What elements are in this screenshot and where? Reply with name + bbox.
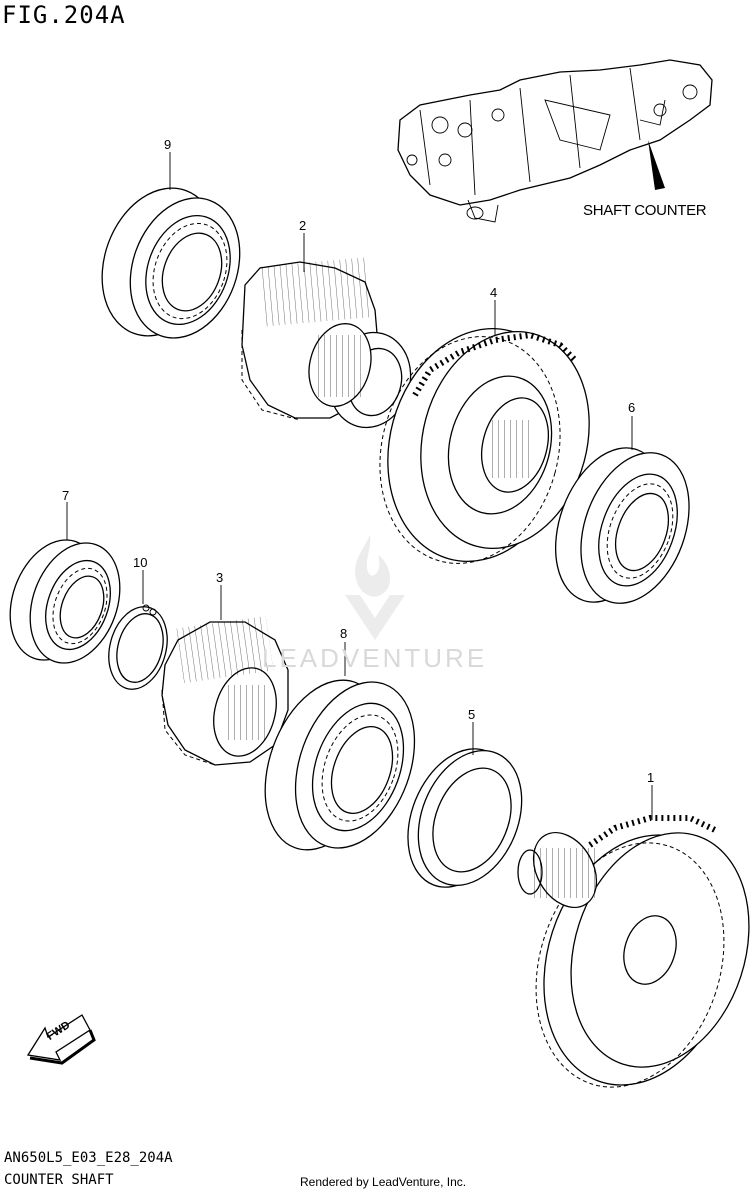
bearing-6 (554, 447, 690, 604)
callout-10: 10 (133, 555, 148, 570)
engine-inset-drawing (397, 59, 713, 223)
gear-3 (161, 616, 289, 766)
gear-2 (241, 257, 412, 429)
callout-4: 4 (490, 285, 498, 300)
watermark-logo (345, 535, 405, 640)
figure-title: FIG.204A (2, 1, 126, 29)
watermark-text: LEADVENTURE (262, 643, 488, 673)
gear-4 (379, 328, 590, 564)
rendered-by: Rendered by LeadVenture, Inc. (300, 1175, 467, 1189)
callout-3: 3 (216, 570, 224, 585)
fwd-arrow (26, 1014, 96, 1065)
callout-8: 8 (340, 626, 348, 641)
callout-6: 6 (628, 400, 636, 415)
bearing-8 (264, 679, 416, 851)
inset-label: SHAFT COUNTER (583, 202, 707, 219)
callout-1: 1 (647, 770, 655, 785)
callout-9: 9 (164, 137, 172, 152)
callout-7: 7 (62, 488, 70, 503)
leader-lines (66, 152, 653, 820)
oil-seal-5 (407, 748, 523, 888)
gear-1 (517, 815, 750, 1088)
figure-name: COUNTER SHAFT (4, 1172, 114, 1188)
callout-5: 5 (468, 707, 476, 722)
callout-2: 2 (299, 218, 307, 233)
bearing-9 (101, 187, 241, 339)
figure-code: AN650L5_E03_E28_204A (4, 1150, 173, 1166)
circlip-10 (108, 604, 168, 690)
bearing-7 (9, 539, 121, 664)
